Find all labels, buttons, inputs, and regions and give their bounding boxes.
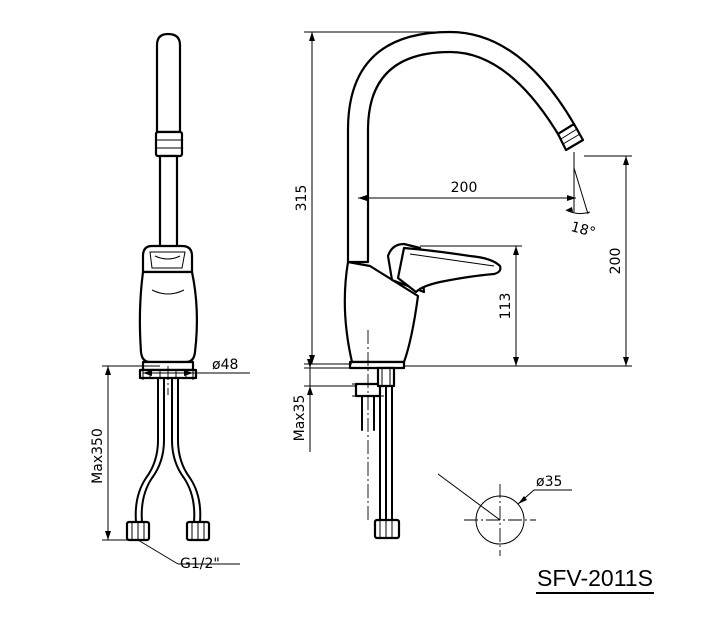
handle-height-label: 113 [498, 293, 514, 320]
max-hose-length-label: Max350 [90, 428, 106, 484]
spout-height-label: 200 [608, 248, 624, 275]
front-view [102, 32, 250, 565]
side-view [304, 30, 632, 556]
total-height-label: 315 [294, 185, 310, 212]
hole-diameter-label: ø35 [536, 474, 562, 490]
thread-size-label: G1/2" [180, 556, 220, 572]
spout-reach-label: 200 [451, 180, 478, 196]
max-deck-thickness-label: Max35 [292, 395, 308, 442]
swing-angle-label: 18° [569, 219, 597, 241]
model-number: SFV-2011S [536, 564, 654, 594]
spout-diameter-label: ø48 [212, 357, 238, 373]
